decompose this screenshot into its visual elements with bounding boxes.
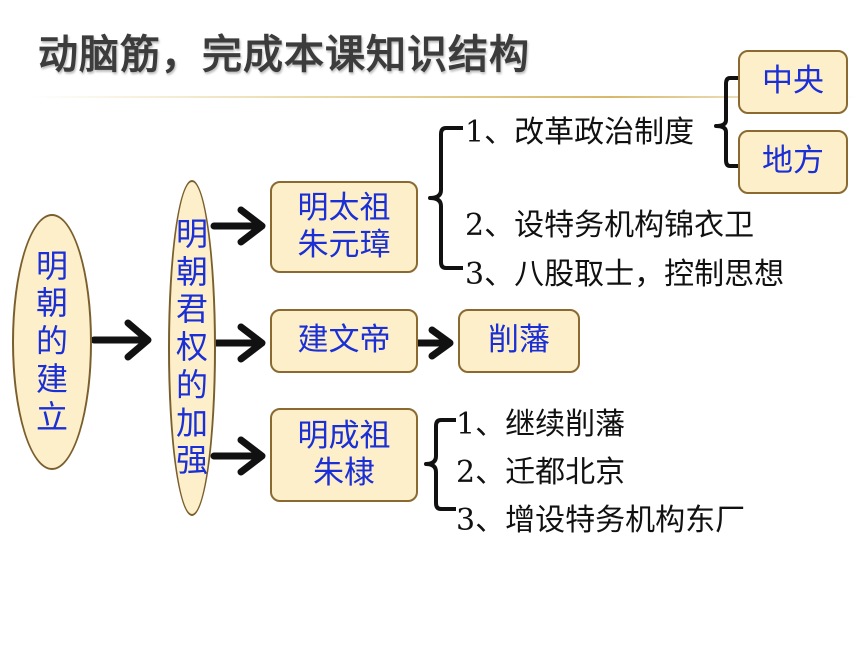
chengzu-item-2: 2、迁都北京 <box>456 455 626 490</box>
emperor-chengzu-node: 明成祖朱棣 <box>270 408 418 502</box>
title-divider <box>30 96 860 98</box>
brace-taizu <box>428 126 463 270</box>
middle-node: 明朝君权的加强 <box>168 180 216 516</box>
xiaofan-label: 削藩 <box>488 322 550 359</box>
middle-node-label: 明朝君权的加强 <box>175 214 208 480</box>
emperor-jianwen-node: 建文帝 <box>270 309 418 373</box>
brace-reform <box>714 76 738 168</box>
arrow-to-chengzu-head <box>237 436 266 476</box>
emperor-taizu-label: 明太祖朱元璋 <box>297 189 391 263</box>
reform-local-label: 地方 <box>762 143 824 180</box>
arrow-root-to-middle-head <box>124 319 152 361</box>
arrow-to-jianwen-head <box>237 323 266 363</box>
arrow-to-taizu-head <box>237 206 266 246</box>
arrow-to-xiaofan-head <box>428 326 454 360</box>
reform-central-label: 中央 <box>762 63 824 100</box>
slide-title: 动脑筋，完成本课知识结构 <box>38 32 530 78</box>
chengzu-item-1: 1、继续削藩 <box>456 407 626 442</box>
taizu-item-1: 1、改革政治制度 <box>465 115 695 150</box>
taizu-item-2: 2、设特务机构锦衣卫 <box>465 208 755 243</box>
emperor-taizu-node: 明太祖朱元璋 <box>270 181 418 273</box>
emperor-jianwen-label: 建文帝 <box>297 322 391 359</box>
chengzu-item-3: 3、增设特务机构东厂 <box>456 503 746 538</box>
reform-local-node: 地方 <box>738 130 848 194</box>
xiaofan-node: 削藩 <box>458 309 580 373</box>
reform-central-node: 中央 <box>738 50 848 114</box>
root-node: 明朝的建立 <box>12 214 92 470</box>
root-node-label: 明朝的建立 <box>35 246 68 436</box>
taizu-item-3: 3、八股取士，控制思想 <box>465 257 785 292</box>
emperor-chengzu-label: 明成祖朱棣 <box>297 417 391 491</box>
brace-chengzu <box>424 418 456 511</box>
